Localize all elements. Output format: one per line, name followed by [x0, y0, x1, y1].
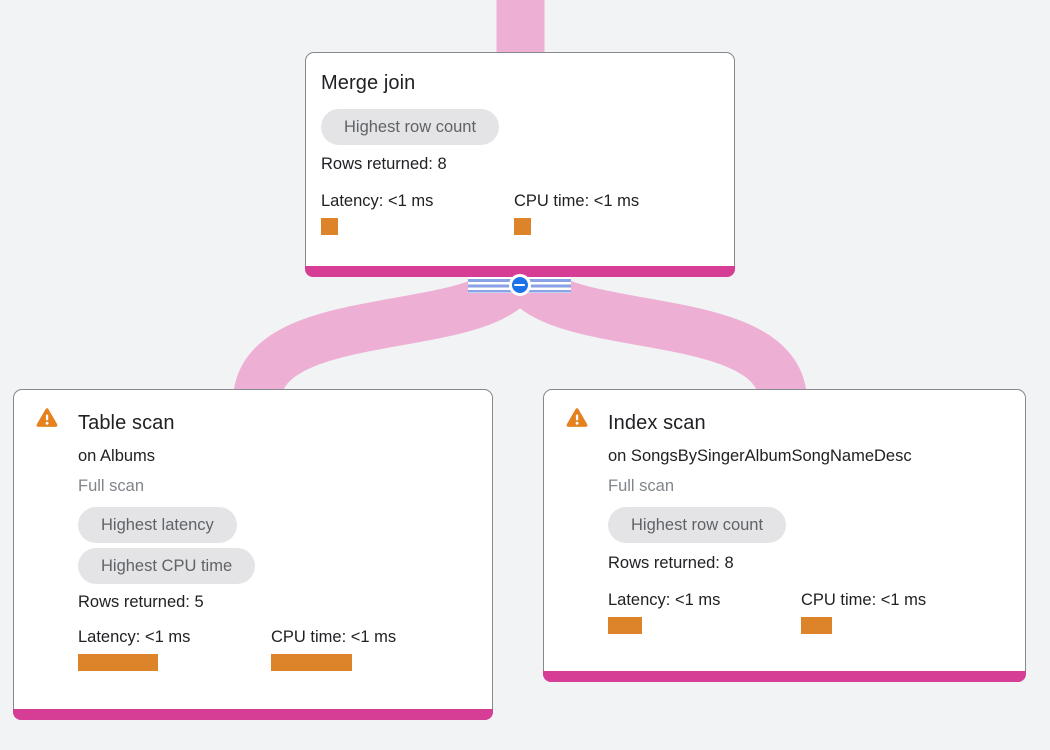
badge-stack: Highest latency Highest CPU time — [78, 507, 474, 584]
scan-target-text: on Albums — [78, 447, 156, 465]
plan-node-table-scan[interactable]: Table scan on Albums Full scan Highest l… — [13, 389, 493, 720]
scan-mode-text: Full scan — [78, 477, 145, 495]
cpu-time-bar — [801, 617, 832, 634]
badge-highest-row-count: Highest row count — [321, 109, 500, 145]
badge-highest-row-count: Highest row count — [608, 507, 787, 543]
cpu-time-bar — [514, 218, 531, 235]
cpu-time-label: CPU time: <1 ms — [514, 192, 640, 210]
latency-label: Latency: <1 ms — [321, 192, 434, 210]
minus-icon — [514, 283, 525, 287]
badge-highest-cpu-time: Highest CPU time — [78, 548, 256, 584]
cpu-time-label: CPU time: <1 ms — [801, 591, 927, 609]
rows-returned-text: Rows returned: 5 — [78, 593, 204, 611]
cpu-time-bar — [271, 654, 352, 671]
node-accent-strip — [13, 709, 493, 720]
node-title: Index scan — [608, 412, 706, 434]
cpu-time-metric: CPU time: <1 ms — [271, 627, 464, 671]
cpu-time-metric: CPU time: <1 ms — [801, 590, 994, 634]
warning-icon — [566, 408, 588, 427]
node-accent-strip — [543, 671, 1026, 682]
scan-target-text: on SongsBySingerAlbumSongNameDesc — [608, 447, 912, 465]
latency-label: Latency: <1 ms — [608, 591, 721, 609]
latency-metric: Latency: <1 ms — [321, 191, 514, 235]
node-title: Merge join — [321, 72, 416, 94]
cpu-time-metric: CPU time: <1 ms — [514, 191, 707, 235]
latency-label: Latency: <1 ms — [78, 628, 191, 646]
metrics-row: Latency: <1 ms CPU time: <1 ms — [608, 590, 1007, 634]
rows-returned-text: Rows returned: 8 — [321, 155, 447, 173]
scan-mode-text: Full scan — [608, 477, 675, 495]
badge-stack: Highest row count — [608, 507, 1007, 543]
node-title: Table scan — [78, 412, 175, 434]
latency-bar — [321, 218, 338, 235]
plan-node-merge-join[interactable]: Merge join Highest row count Rows return… — [305, 52, 735, 277]
latency-bar — [78, 654, 158, 671]
latency-metric: Latency: <1 ms — [78, 627, 271, 671]
node-accent-strip — [305, 266, 735, 277]
metrics-row: Latency: <1 ms CPU time: <1 ms — [321, 191, 719, 235]
metrics-row: Latency: <1 ms CPU time: <1 ms — [78, 627, 474, 671]
cpu-time-label: CPU time: <1 ms — [271, 628, 397, 646]
collapse-children-button[interactable] — [508, 274, 531, 296]
latency-bar — [608, 617, 642, 634]
edge-merge-join-to-index-scan — [499, 260, 807, 405]
edge-merge-join-to-table-scan — [233, 260, 541, 405]
plan-node-index-scan[interactable]: Index scan on SongsBySingerAlbumSongName… — [543, 389, 1026, 682]
badge-highest-latency: Highest latency — [78, 507, 237, 543]
rows-returned-text: Rows returned: 8 — [608, 554, 734, 572]
collapse-control — [468, 274, 571, 296]
badge-stack: Highest row count — [321, 109, 719, 145]
latency-metric: Latency: <1 ms — [608, 590, 801, 634]
warning-icon — [36, 408, 58, 427]
